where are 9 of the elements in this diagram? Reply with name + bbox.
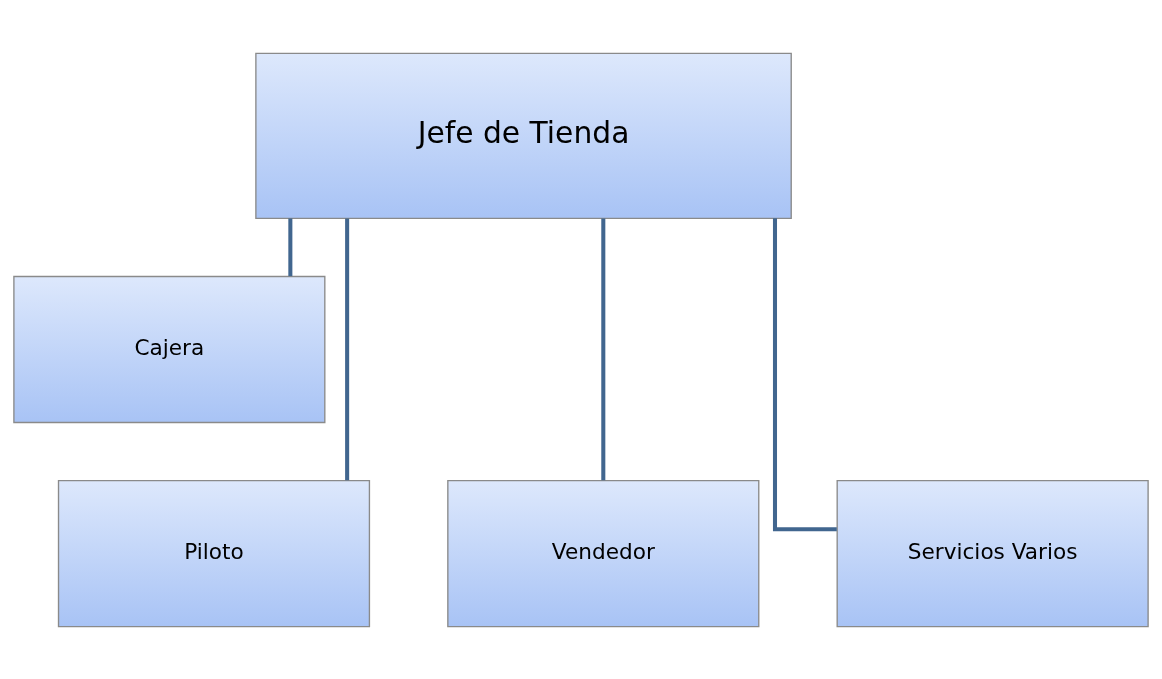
node-box: Piloto xyxy=(57,479,371,627)
node-box: Jefe de Tienda xyxy=(255,52,792,219)
node-box: Servicios Varios xyxy=(836,479,1149,627)
node-box: Cajera xyxy=(13,275,326,423)
connector xyxy=(601,217,606,480)
node-box: Vendedor xyxy=(447,479,760,627)
connector xyxy=(345,217,350,480)
connector xyxy=(772,217,837,531)
connector xyxy=(288,217,293,276)
